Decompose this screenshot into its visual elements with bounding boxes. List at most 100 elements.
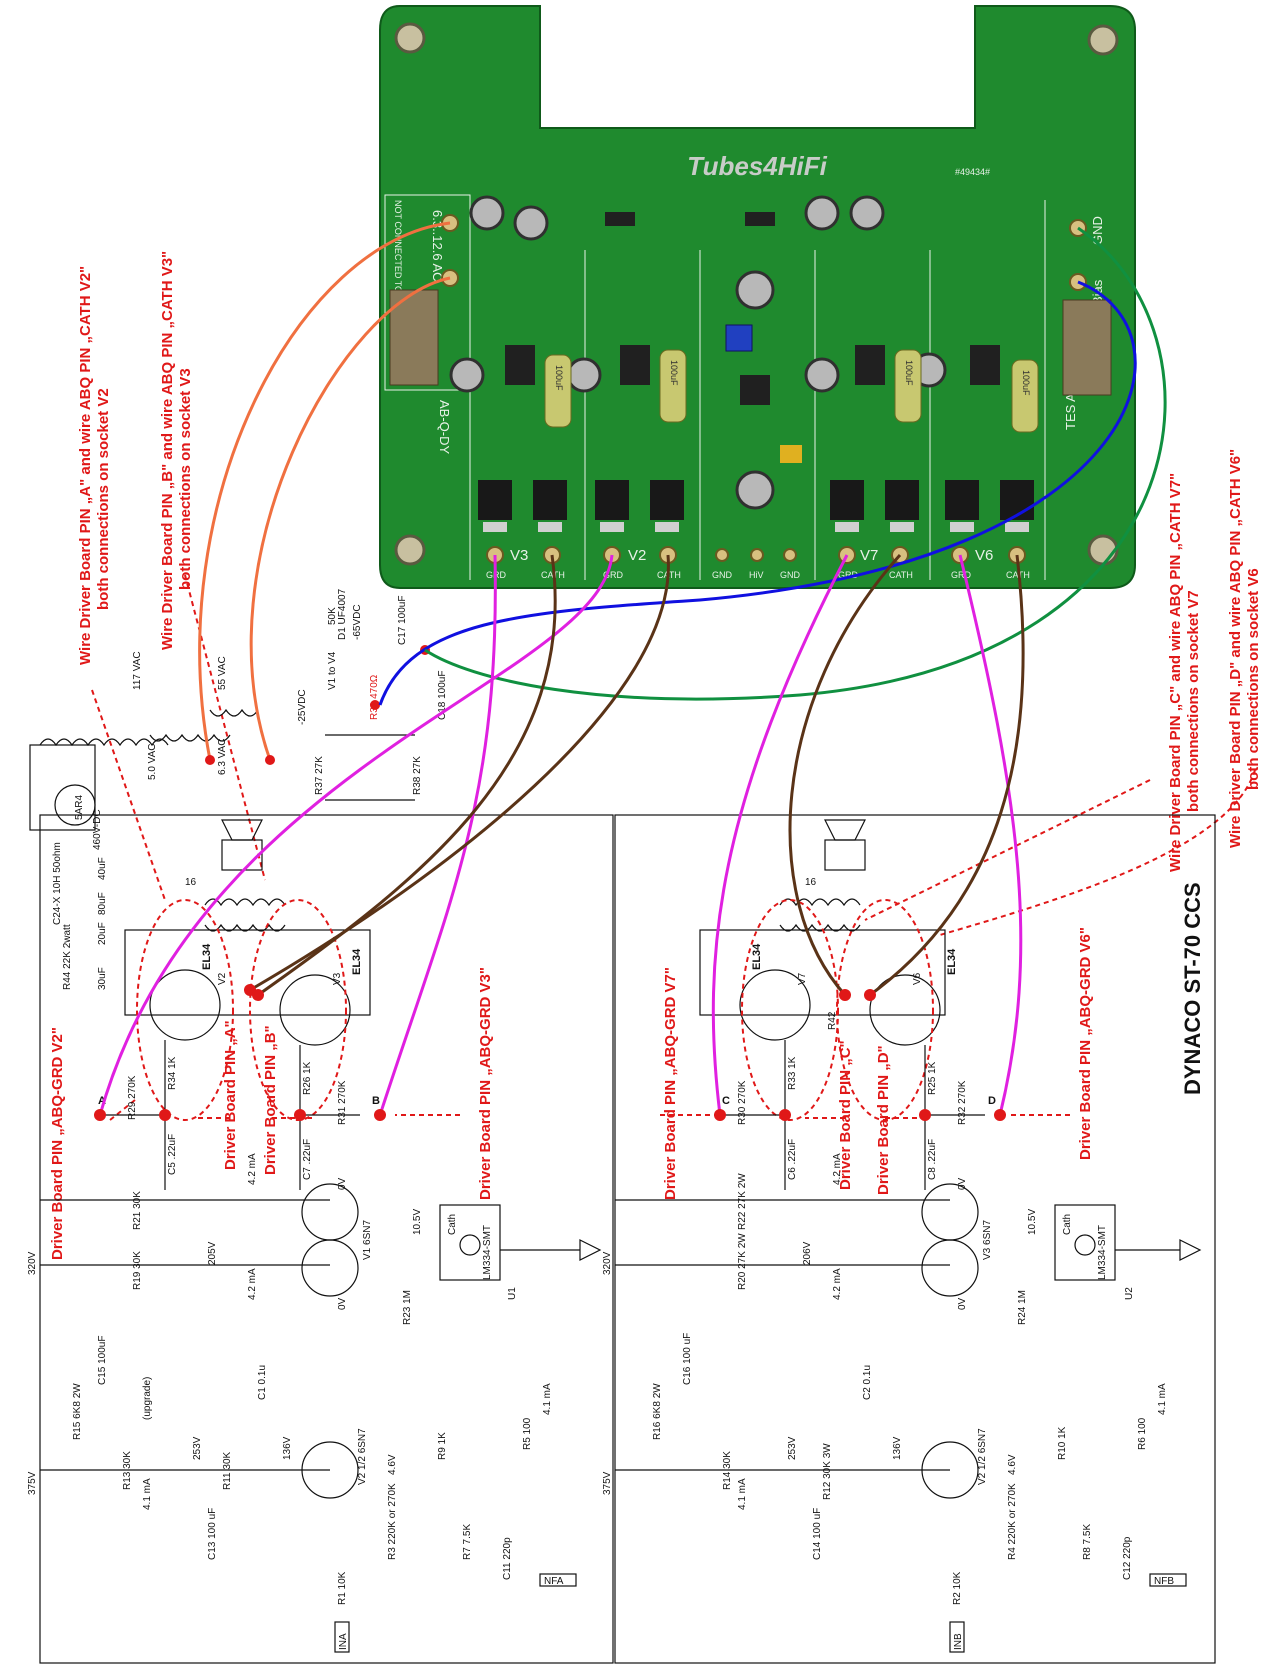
mount-hole-icon (1087, 24, 1119, 56)
cathode-wire-v7 (788, 553, 902, 996)
bias-wire (378, 280, 1137, 706)
voltage-label: 136V (282, 1436, 293, 1460)
tube-designator: V2 (217, 972, 228, 985)
component-label: Cath (1062, 1214, 1073, 1235)
component-label: R24 1M (1017, 1290, 1028, 1325)
component-label: 117 VAC (132, 651, 143, 690)
6sn7-tube-icon (921, 1239, 979, 1297)
bias-pin-label: B (372, 1095, 380, 1107)
component-label: R26 1K (302, 1061, 313, 1095)
component-label: C7 .22uF (302, 1139, 313, 1180)
heater-wire (249, 276, 451, 761)
component-label: 80uF (97, 892, 108, 915)
component-label: R5 100 (522, 1417, 533, 1450)
feedback-label: NFA (544, 1576, 564, 1587)
current-label: 4.2 mA (247, 1268, 258, 1300)
component-label: C17 100uF (397, 596, 408, 645)
component-label: (upgrade) (142, 1377, 153, 1420)
component-label: R8 7.5K (1082, 1524, 1093, 1560)
component-label: R2 10K (952, 1571, 963, 1605)
component-label: C6 .22uF (787, 1139, 798, 1180)
component-label: R34 1K (167, 1056, 178, 1090)
current-label: 4.2 mA (832, 1153, 843, 1185)
6sn7-tube-icon (301, 1239, 359, 1297)
component-label: V1 to V4 (327, 651, 338, 690)
component-label: R20 27K 2W (737, 1233, 748, 1290)
component-label: R1 10K (337, 1571, 348, 1605)
bias-pin-label: A (98, 1095, 106, 1107)
component-label: R42 (827, 1011, 838, 1030)
tube-designator: V7 (797, 972, 808, 985)
tube-label: V3 6SN7 (982, 1220, 993, 1260)
bias-pin-label: D (988, 1095, 996, 1107)
grid-wire-v6 (958, 554, 1023, 1116)
brand-logo: Tubes4HiFi (687, 151, 827, 181)
component-label: 5.0 VAC (147, 744, 158, 781)
tube-label: V2 1/2 6SN7 (357, 1428, 368, 1485)
annotation-grd-v3: Driver Board PIN „ABQ-GRD V3" (477, 967, 494, 1200)
speaker-icon (221, 839, 263, 871)
tube-designator: V6 (912, 972, 923, 985)
socket-label-v2: V2 (628, 547, 646, 564)
component-label: 20uF (97, 922, 108, 945)
annotation-arrows (91, 574, 1256, 1121)
6sn7-tube-icon (301, 1183, 359, 1241)
component-label: C24-X 10H 50ohm (52, 842, 63, 925)
component-label: LM334-SMT (482, 1225, 493, 1280)
cap-value-label: 100uF (1021, 370, 1031, 396)
socket-label-v6: V6 (975, 547, 993, 564)
schematic-left: 16 EL34 EL34 V2 V3 R34 1K R26 1K R29 270… (27, 814, 614, 1664)
el34-tube-icon (739, 969, 811, 1041)
bias-pin-label: C (722, 1095, 730, 1107)
component-label: R25 1K (927, 1061, 938, 1095)
annotation-pin-b-wire: Wire Driver Board PIN „B" and wire ABQ P… (159, 251, 176, 650)
component-label: U1 (507, 1287, 518, 1300)
component-label: 55 VAC (217, 656, 228, 690)
cap-value-label: 100uF (904, 360, 914, 386)
component-label: R16 6K8 2W (652, 1383, 663, 1440)
current-label: 4.1 mA (737, 1478, 748, 1510)
component-label: 50K (327, 607, 338, 625)
component-label: R21 30K (132, 1191, 143, 1230)
tube-label: V1 6SN7 (362, 1220, 373, 1260)
component-label: -65VDC (352, 604, 363, 640)
component-label: R10 1K (1057, 1426, 1068, 1460)
film-capacitor-icon (1062, 299, 1112, 396)
annotation-pin-d-wire-note: both connections on socket V6 (1245, 568, 1262, 790)
component-label: 30uF (97, 967, 108, 990)
component-label: C11 220p (502, 1537, 513, 1580)
voltage-label: 205V (207, 1241, 218, 1265)
current-label: 4.1 mA (142, 1478, 153, 1510)
mount-hole-icon (1087, 534, 1119, 566)
component-label: R29 270K (127, 1075, 138, 1120)
heater-note: NOT CONNECTED TO GROUND ! (393, 200, 403, 341)
mount-hole-icon (394, 22, 426, 54)
power-supply: 5AR4 5.0 VAC 117 VAC 55 VAC 6.3 VAC 460V… (29, 588, 448, 990)
voltage-label: 375V (602, 1471, 613, 1495)
voltage-label: 253V (787, 1436, 798, 1460)
current-label: 4.1 mA (1157, 1383, 1168, 1415)
el34-tube-icon (279, 974, 351, 1046)
tube-label: V2 1/2 6SN7 (977, 1428, 988, 1485)
feedback-label: NFB (1154, 1576, 1174, 1587)
component-label: R15 6K8 2W (72, 1383, 83, 1440)
cathode-wire-v2 (249, 554, 670, 992)
current-label: 4.1 mA (542, 1383, 553, 1415)
component-label: U2 (1124, 1287, 1135, 1300)
grid-wire-v7 (711, 554, 849, 1116)
tube-designator: V3 (332, 972, 343, 985)
component-label: R19 30K (132, 1251, 143, 1290)
component-label: 40uF (97, 857, 108, 880)
voltage-label: 320V (27, 1251, 38, 1275)
gnd-pad-label: GND (1090, 216, 1105, 245)
input-label: INA (338, 1633, 349, 1650)
annotation-grd-v6: Driver Board PIN „ABQ-GRD V6" (1077, 927, 1094, 1160)
annotation-pin-a-wire-note: both connections on socket V2 (95, 388, 112, 610)
annotation-grd-v7: Driver Board PIN „ABQ-GRD V7" (662, 967, 679, 1200)
component-label: -25VDC (297, 689, 308, 725)
gnd-wire (424, 226, 1167, 701)
tube-label: EL34 (751, 943, 763, 970)
el34-tube-icon (869, 974, 941, 1046)
voltage-label: 4.6V (1007, 1454, 1018, 1475)
